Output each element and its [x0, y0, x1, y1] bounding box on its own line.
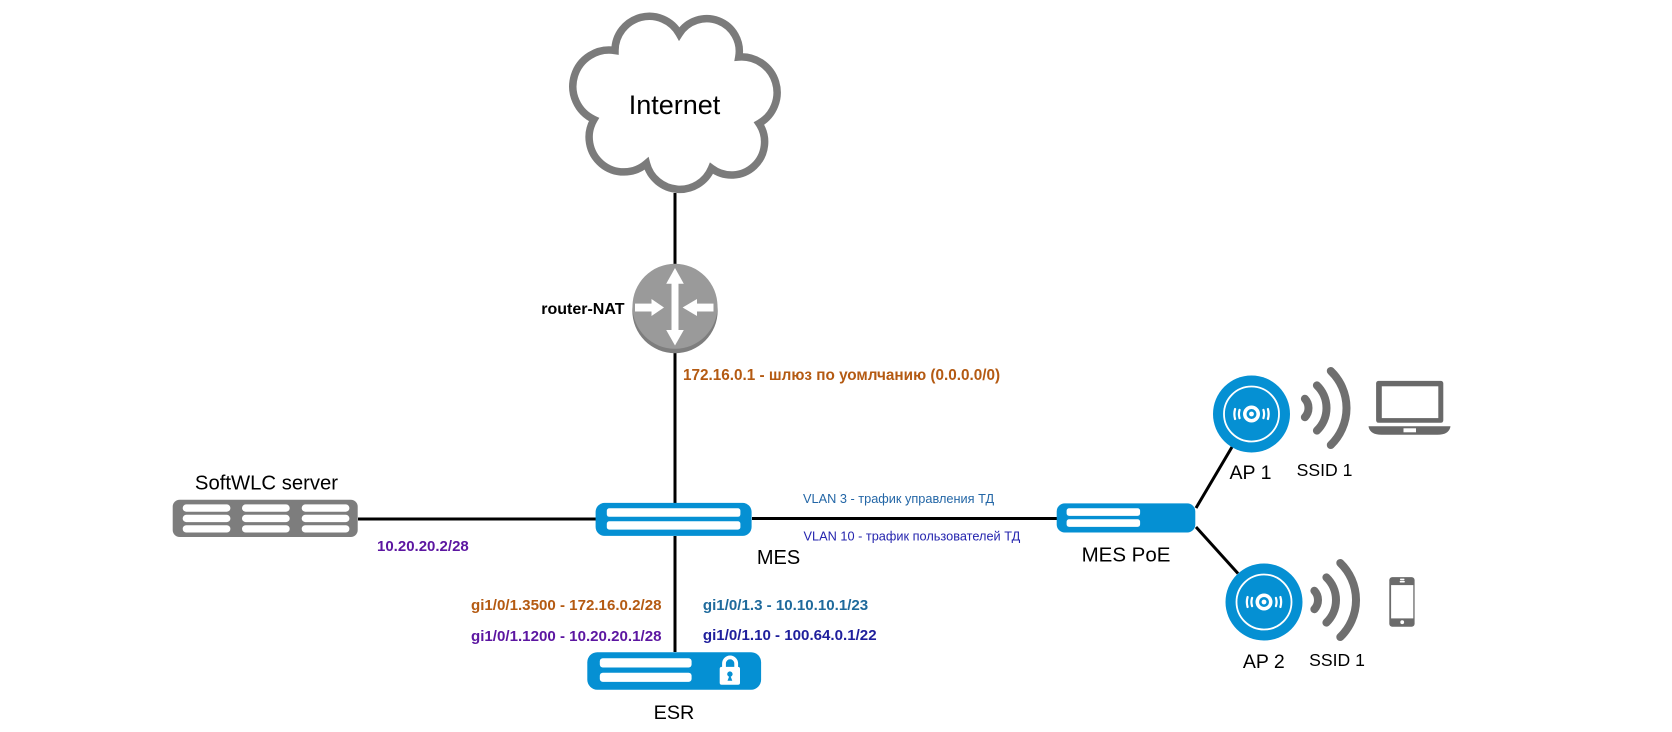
- svg-text:SSID 1: SSID 1: [1309, 650, 1365, 670]
- svg-text:SSID 1: SSID 1: [1297, 460, 1353, 480]
- svg-text:172.16.0.1 - шлюз по уомлчанию: 172.16.0.1 - шлюз по уомлчанию (0.0.0.0/…: [683, 367, 1000, 384]
- svg-text:router-NAT: router-NAT: [541, 301, 624, 318]
- svg-text:VLAN 10 - трафик пользователей: VLAN 10 - трафик пользователей ТД: [804, 529, 1021, 544]
- svg-text:MES: MES: [757, 547, 800, 569]
- svg-text:gi1/0/1.10 - 100.64.0.1/22: gi1/0/1.10 - 100.64.0.1/22: [703, 627, 877, 644]
- svg-text:gi1/0/1.3 - 10.10.10.1/23: gi1/0/1.3 - 10.10.10.1/23: [703, 597, 868, 614]
- svg-text:gi1/0/1.3500 - 172.16.0.2/28: gi1/0/1.3500 - 172.16.0.2/28: [471, 597, 662, 614]
- svg-text:gi1/0/1.1200 - 10.20.20.1/28: gi1/0/1.1200 - 10.20.20.1/28: [471, 628, 662, 645]
- svg-text:Internet: Internet: [629, 90, 721, 120]
- svg-text:10.20.20.2/28: 10.20.20.2/28: [377, 538, 469, 555]
- svg-text:AP 2: AP 2: [1243, 651, 1285, 673]
- svg-text:ESR: ESR: [654, 702, 695, 724]
- svg-text:MES PoE: MES PoE: [1082, 544, 1171, 567]
- svg-text:AP 1: AP 1: [1230, 462, 1272, 484]
- svg-text:SoftWLC server: SoftWLC server: [195, 473, 338, 495]
- svg-text:VLAN 3 - трафик управления ТД: VLAN 3 - трафик управления ТД: [803, 491, 994, 506]
